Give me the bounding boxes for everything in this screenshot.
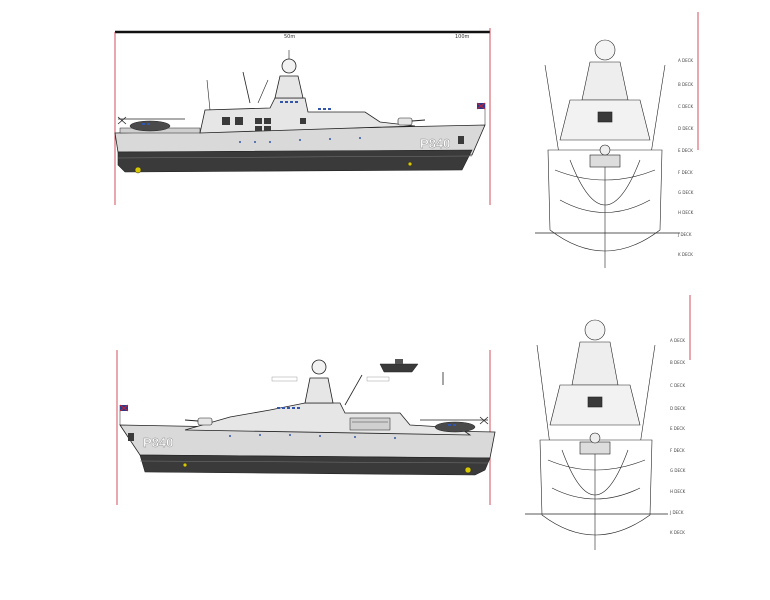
superstructure xyxy=(199,97,416,134)
radar-dome-icon xyxy=(311,359,327,375)
radar-dome-icon xyxy=(584,319,606,341)
deck-label: E DECK xyxy=(678,148,693,153)
bridge-windows xyxy=(280,101,331,110)
rhib-boat-icon xyxy=(379,359,419,373)
side-profile-top: 50m 100m xyxy=(114,28,491,205)
radar-dome-icon xyxy=(281,58,297,74)
deck-label: G DECK xyxy=(678,190,694,195)
davit-outline xyxy=(366,376,390,382)
main-mast xyxy=(274,75,304,99)
hull-portholes xyxy=(239,137,361,143)
bow-thruster-icon xyxy=(407,161,413,167)
deck-label: K DECK xyxy=(670,530,685,535)
antenna-left xyxy=(242,71,251,104)
helicopter-icon xyxy=(420,416,489,433)
superstructure xyxy=(184,402,472,436)
radar-dome-icon xyxy=(594,39,616,61)
helicopter-icon xyxy=(117,116,185,132)
deck-label: H DECK xyxy=(670,489,686,494)
anchor-pocket xyxy=(128,433,134,441)
pennant-number: P840 xyxy=(420,136,450,151)
gun-barrel xyxy=(184,419,199,422)
scale-label-50m: 50m xyxy=(284,34,295,40)
side-hatch xyxy=(300,118,306,124)
deck-label: J DECK xyxy=(669,510,684,515)
ensign-flag-icon xyxy=(119,404,129,425)
bridge-windows xyxy=(277,407,300,409)
propeller-icon xyxy=(134,166,142,174)
deck-label: G DECK xyxy=(670,468,686,473)
front-section-bottom xyxy=(525,295,691,550)
propeller-icon xyxy=(464,466,472,474)
deck-labels-top: A DECK B DECK C DECK D DECK E DECK F DEC… xyxy=(677,58,694,257)
bow-thruster-icon xyxy=(182,462,188,468)
deck-label: A DECK xyxy=(678,58,693,63)
antenna-right xyxy=(257,79,269,104)
hull-portholes xyxy=(229,434,396,439)
boat-bay-door xyxy=(264,126,271,131)
main-gun-turret xyxy=(397,117,413,126)
deck-label: A DECK xyxy=(670,338,685,343)
deck-label: B DECK xyxy=(678,82,693,87)
davit-outline xyxy=(271,376,298,382)
main-mast xyxy=(304,377,334,404)
deck-label: C DECK xyxy=(670,383,685,388)
deck-label: F DECK xyxy=(670,448,685,453)
boat-bay-door xyxy=(264,118,271,124)
anchor-pocket xyxy=(458,136,464,144)
hangar-door xyxy=(235,117,243,125)
main-gun-turret xyxy=(197,417,213,426)
deck-label: H DECK xyxy=(678,210,694,215)
scale-bar: 50m 100m xyxy=(114,28,491,205)
hangar-door xyxy=(222,117,230,125)
boat-bay xyxy=(349,417,391,431)
deck-label: B DECK xyxy=(670,360,685,365)
ensign-flag-icon xyxy=(476,102,486,125)
deck-label: C DECK xyxy=(678,104,693,109)
front-section-top xyxy=(535,12,699,268)
deck-label: E DECK xyxy=(670,426,685,431)
hull-waterline-dark xyxy=(139,454,491,476)
boat-bay-door xyxy=(255,118,262,124)
deck-label: F DECK xyxy=(678,170,693,175)
antenna-right xyxy=(344,374,363,406)
deck-label: J DECK xyxy=(677,232,692,237)
gun-barrel xyxy=(411,119,426,122)
deck-labels-bottom: A DECK B DECK C DECK D DECK E DECK F DEC… xyxy=(669,338,686,535)
pennant-number: P840 xyxy=(143,435,173,450)
rudder-icon xyxy=(128,160,134,170)
boat-bay-door xyxy=(255,126,262,131)
deck-label: D DECK xyxy=(678,126,694,131)
deck-label: K DECK xyxy=(678,252,693,257)
side-profile-bottom: P840 xyxy=(116,350,496,505)
hull-waterline-dark xyxy=(117,149,473,173)
scale-label-100m: 100m xyxy=(455,34,470,40)
deck-label: D DECK xyxy=(670,406,686,411)
antenna-aft xyxy=(206,79,211,111)
